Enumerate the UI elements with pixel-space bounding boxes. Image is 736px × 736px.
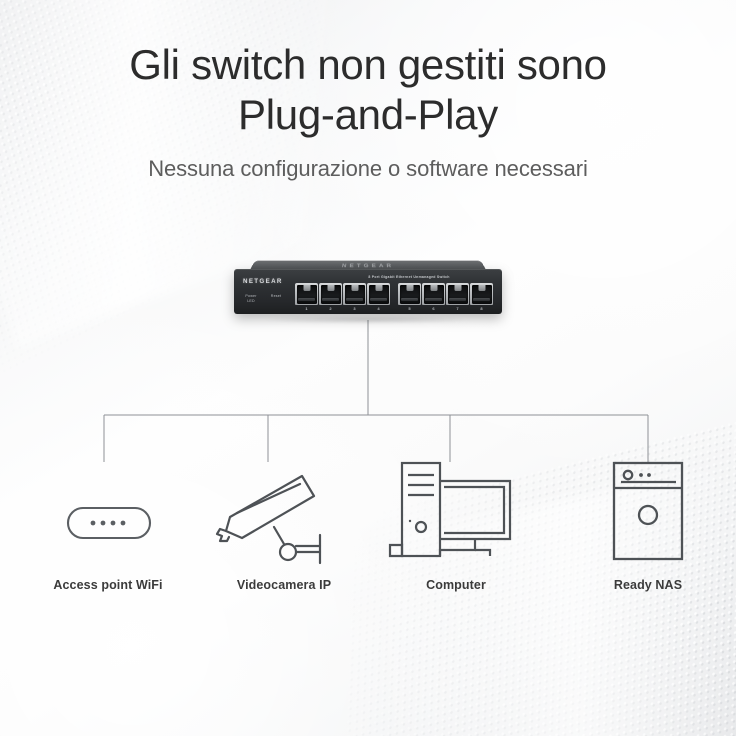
ethernet-port-number: 3	[353, 306, 356, 311]
ethernet-port-opening	[320, 284, 341, 304]
node-ip-camera: Videocamera IP	[196, 455, 372, 595]
reset-led-label: Reset	[270, 294, 282, 298]
port-number-row-left: 1 2 3 4	[295, 306, 390, 313]
ethernet-port-number: 4	[377, 306, 380, 311]
page-title-line-2: Plug-and-Play	[238, 90, 498, 138]
ethernet-port-opening	[368, 284, 389, 304]
ethernet-port	[398, 283, 421, 305]
ethernet-port-number: 8	[480, 306, 483, 311]
switch-model-label: 8 Port Gigabit Ethernet Unmanaged Switch	[368, 275, 450, 279]
node-ready-nas: Ready NAS	[566, 455, 730, 595]
nas-storage-icon	[612, 461, 684, 561]
node-computer: Computer	[378, 455, 534, 595]
ethernet-port	[295, 283, 318, 305]
ethernet-port-group-left	[295, 283, 390, 305]
switch-top-emboss-logo: NETGEAR	[341, 263, 395, 269]
ethernet-port-opening	[399, 284, 420, 304]
ethernet-port-opening	[423, 284, 444, 304]
node-label-ready-nas: Ready NAS	[613, 578, 683, 592]
ethernet-port-number: 5	[408, 306, 411, 311]
node-label-computer: Computer	[426, 578, 486, 592]
port-number-row-right: 5 6 7 8	[398, 306, 493, 313]
node-label-ip-camera: Videocamera IP	[236, 578, 332, 592]
node-access-point: Access point WiFi	[24, 470, 192, 595]
ethernet-port-number: 2	[329, 306, 332, 311]
ethernet-port-opening	[296, 284, 317, 304]
ethernet-port-number: 1	[305, 306, 308, 311]
ip-camera-icon	[215, 474, 322, 565]
ethernet-port	[446, 283, 469, 305]
page-title: Gli switch non gestiti sono Plug-and-Pla…	[0, 40, 736, 139]
desktop-computer-icon	[388, 461, 512, 558]
ethernet-port	[422, 283, 445, 305]
page-subtitle: Nessuna configurazione o software necess…	[148, 156, 588, 181]
netgear-logo: NETGEAR	[243, 278, 283, 285]
ethernet-port	[367, 283, 390, 305]
ethernet-port-number: 6	[432, 306, 435, 311]
wifi-access-point-icon	[66, 506, 152, 540]
page-title-line-1: Gli switch non gestiti sono	[129, 41, 607, 88]
ethernet-port-group-right	[398, 283, 493, 305]
ethernet-port	[343, 283, 366, 305]
node-label-access-point: Access point WiFi	[53, 578, 163, 592]
ethernet-port-opening	[471, 284, 492, 304]
ethernet-port	[319, 283, 342, 305]
ethernet-port-opening	[447, 284, 468, 304]
switch-drop-shadow	[260, 316, 476, 323]
ethernet-port-number: 7	[456, 306, 459, 311]
ethernet-port	[470, 283, 493, 305]
ethernet-port-opening	[344, 284, 365, 304]
